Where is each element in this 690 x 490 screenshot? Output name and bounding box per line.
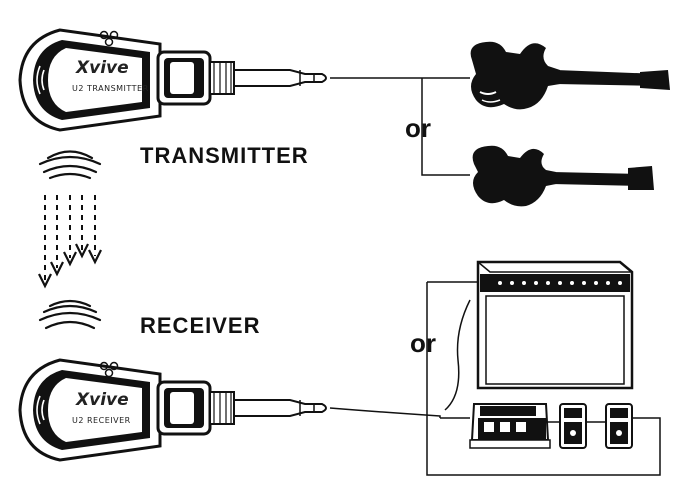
receive-waves-icon bbox=[38, 299, 102, 330]
arrow-down-icon bbox=[38, 243, 102, 289]
electric-guitar-icon bbox=[470, 41, 670, 110]
multi-effects-pedal-icon bbox=[469, 403, 551, 449]
jack-plug-icon bbox=[233, 69, 327, 87]
bass-guitar-icon bbox=[472, 145, 654, 207]
transmitter-model: U2 TRANSMITTER bbox=[72, 84, 149, 93]
stomp-pedal-icon bbox=[605, 403, 633, 449]
receiver-model: U2 RECEIVER bbox=[72, 416, 131, 425]
transmitter-label: TRANSMITTER bbox=[140, 143, 309, 168]
output-cable bbox=[329, 281, 661, 476]
transmit-waves-icon bbox=[38, 150, 102, 180]
signal-waves-icon bbox=[36, 395, 45, 425]
stomp-pedal-icon bbox=[559, 403, 587, 449]
or-label-outputs: or bbox=[410, 328, 436, 358]
guitar-cable bbox=[330, 77, 470, 176]
transmitter-device bbox=[18, 28, 327, 132]
power-indicator-icon bbox=[99, 361, 119, 378]
receiver-brand: Xvive bbox=[76, 390, 129, 410]
receiver-label: RECEIVER bbox=[140, 313, 261, 338]
jack-plug-icon bbox=[233, 399, 327, 417]
signal-waves-icon bbox=[36, 65, 45, 95]
transmitter-brand: Xvive bbox=[76, 58, 129, 78]
receiver-device bbox=[18, 358, 327, 462]
amplifier-icon bbox=[476, 260, 634, 390]
dashed-arrows bbox=[44, 195, 96, 280]
or-label-guitars: or bbox=[405, 113, 431, 143]
power-indicator-icon bbox=[99, 30, 119, 47]
